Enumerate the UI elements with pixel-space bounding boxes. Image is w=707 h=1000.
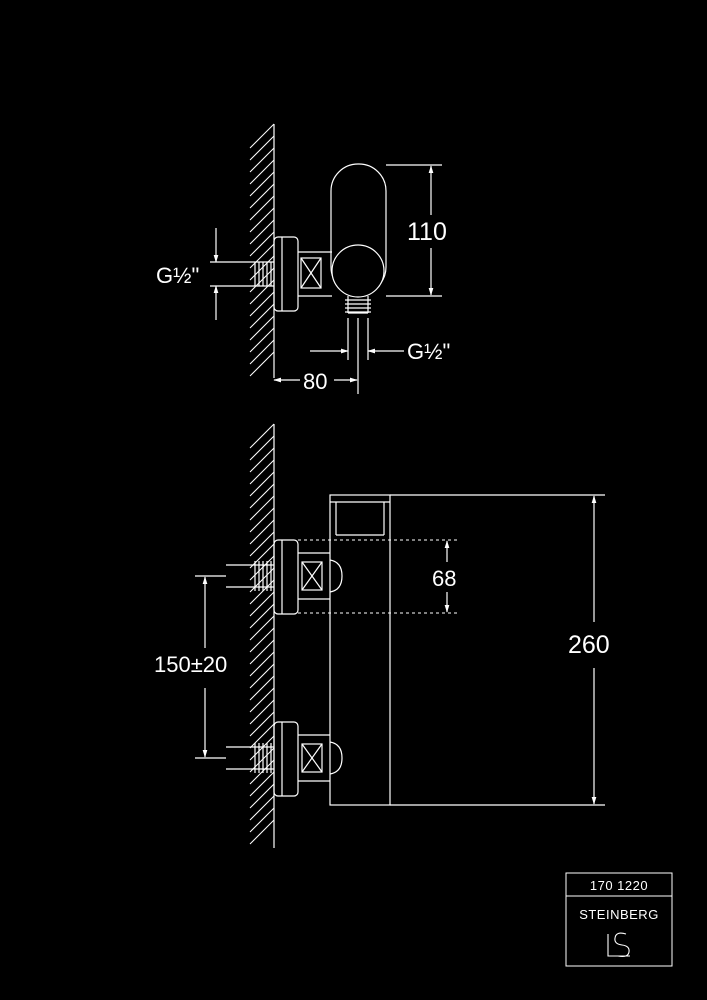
hatch-line	[249, 519, 275, 545]
dim-height-110	[386, 164, 442, 297]
hatch-line	[249, 531, 275, 557]
dim-thread-left	[210, 228, 240, 320]
hatch-line	[249, 459, 275, 485]
hatch-line	[249, 507, 275, 533]
label-height-110: 110	[407, 218, 447, 246]
steinberg-logo-icon	[607, 932, 630, 958]
outlet-nipple-top	[345, 296, 371, 314]
hatch-line	[249, 651, 275, 677]
hatch-line	[249, 147, 275, 173]
upper-connection	[226, 539, 343, 615]
hatch-line	[249, 711, 275, 737]
hatch-line	[249, 447, 275, 473]
label-thread-left: G½"	[156, 263, 199, 288]
lower-connection	[226, 721, 343, 797]
hatch-line	[249, 795, 275, 821]
hatch-line	[249, 687, 275, 713]
outlet-reference-lines	[298, 539, 460, 614]
label-outlet-68: 68	[432, 566, 456, 591]
label-total-260: 260	[568, 631, 610, 659]
label-depth-80: 80	[303, 369, 327, 394]
valve-body-top	[331, 244, 385, 298]
dim-total-260	[390, 494, 605, 806]
hatch-line	[249, 567, 275, 593]
hatch-line	[249, 351, 275, 377]
label-thread-bottom: G½"	[407, 339, 450, 364]
hatch-line	[249, 807, 275, 833]
hatch-line	[249, 195, 275, 221]
hatch-line	[249, 783, 275, 809]
hatch-line	[249, 423, 275, 449]
wall-flange-top	[273, 236, 299, 312]
hatch-line	[249, 771, 275, 797]
hatch-line	[249, 675, 275, 701]
hatch-line	[249, 255, 275, 281]
hatch-line	[249, 231, 275, 257]
front-view	[195, 423, 605, 848]
top-view	[210, 123, 442, 394]
hatch-line	[249, 303, 275, 329]
hatch-line	[249, 543, 275, 569]
hatch-line	[249, 615, 275, 641]
hatch-line	[249, 135, 275, 161]
hatch-line	[249, 723, 275, 749]
hatch-line	[249, 267, 275, 293]
hatch-line	[249, 207, 275, 233]
hatch-line	[249, 639, 275, 665]
hatch-line	[249, 279, 275, 305]
hatch-line	[249, 699, 275, 725]
hatch-line	[249, 243, 275, 269]
hatch-line	[249, 219, 275, 245]
brand-name: STEINBERG	[579, 907, 659, 922]
hatch-line	[249, 159, 275, 185]
dim-thread-bottom	[310, 318, 404, 360]
s-union-top	[298, 251, 332, 297]
wall-hatching-front	[249, 423, 275, 845]
hatch-line	[249, 627, 275, 653]
hatch-line	[249, 435, 275, 461]
hatch-line	[249, 171, 275, 197]
label-spacing-150: 150±20	[154, 652, 227, 677]
hatch-line	[249, 291, 275, 317]
article-number: 170 1220	[590, 878, 648, 893]
title-stamp	[565, 872, 673, 967]
hatch-line	[249, 339, 275, 365]
hatch-line	[249, 735, 275, 761]
hatch-line	[249, 327, 275, 353]
hatch-line	[249, 183, 275, 209]
hatch-line	[249, 603, 275, 629]
hatch-line	[249, 663, 275, 689]
hatch-line	[249, 123, 275, 149]
hatch-line	[249, 579, 275, 605]
hatch-line	[249, 819, 275, 845]
hatch-line	[249, 759, 275, 785]
dim-depth-80	[273, 318, 359, 394]
hatch-line	[249, 591, 275, 617]
hatch-line	[249, 747, 275, 773]
hatch-line	[249, 483, 275, 509]
hatch-line	[249, 555, 275, 581]
hatch-line	[249, 495, 275, 521]
hatch-line	[249, 471, 275, 497]
mixer-body-front	[329, 494, 391, 806]
hatch-line	[249, 315, 275, 341]
dim-spacing-150	[195, 575, 226, 759]
inlet-pipe-top	[240, 261, 274, 287]
wall-hatching-top	[249, 123, 275, 377]
